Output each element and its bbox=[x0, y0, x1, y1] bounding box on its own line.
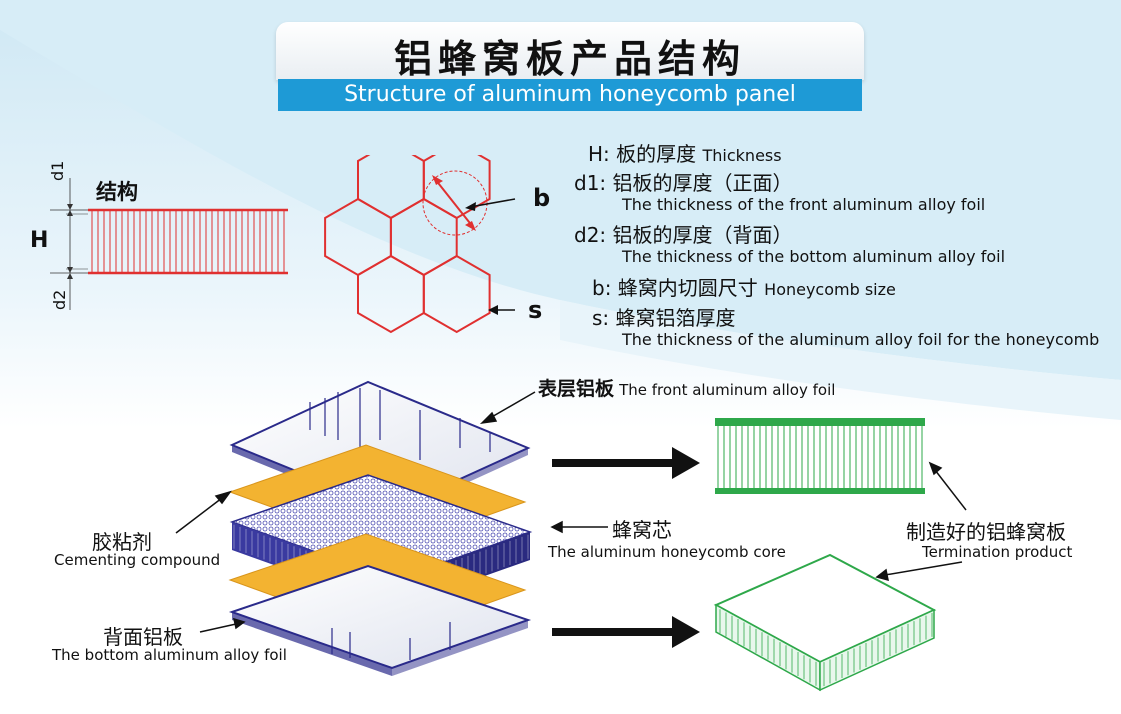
legend-h: H: 板的厚度 Thickness bbox=[588, 142, 782, 166]
title-bar: Structure of aluminum honeycomb panel bbox=[278, 79, 862, 111]
core-label-cn: 蜂窝芯 bbox=[612, 518, 672, 542]
legend-d2: d2: 铝板的厚度（背面） bbox=[574, 223, 793, 247]
legend-b: b: 蜂窝内切圆尺寸 Honeycomb size bbox=[592, 276, 896, 300]
structure-label: 结构 bbox=[96, 180, 138, 204]
h-label: H bbox=[30, 228, 49, 253]
b-label: b bbox=[533, 184, 551, 212]
cross-section-diagram bbox=[50, 178, 288, 310]
page-title-en: Structure of aluminum honeycomb panel bbox=[344, 82, 796, 107]
legend-d2-en: The thickness of the bottom aluminum all… bbox=[622, 247, 1006, 266]
core-label-en: The aluminum honeycomb core bbox=[548, 543, 786, 561]
legend-s: s: 蜂窝铝箔厚度 bbox=[592, 306, 736, 330]
product-label-en: Termination product bbox=[922, 543, 1073, 561]
bottom-foil-label-cn: 背面铝板 bbox=[103, 625, 183, 649]
page-title-cn: 铝蜂窝板产品结构 bbox=[393, 37, 746, 81]
adhesive-label-cn: 胶粘剂 bbox=[92, 530, 152, 554]
legend-s-en: The thickness of the aluminum alloy foil… bbox=[622, 330, 1100, 349]
product-cross-section bbox=[715, 418, 925, 494]
s-label: s bbox=[528, 296, 543, 324]
legend-d1: d1: 铝板的厚度（正面） bbox=[574, 171, 793, 195]
title-box: 铝蜂窝板产品结构 bbox=[276, 22, 864, 81]
legend-d1-en: The thickness of the front aluminum allo… bbox=[622, 195, 986, 214]
honeycomb-cell-diagram bbox=[324, 155, 516, 334]
front-foil-label: 表层铝板 The front aluminum alloy foil bbox=[538, 378, 836, 400]
product-label-cn: 制造好的铝蜂窝板 bbox=[906, 520, 1066, 544]
exploded-assembly bbox=[228, 380, 533, 676]
product-3d bbox=[713, 553, 937, 692]
bottom-foil-label-en: The bottom aluminum alloy foil bbox=[52, 646, 287, 664]
adhesive-label-en: Cementing compound bbox=[54, 551, 221, 569]
